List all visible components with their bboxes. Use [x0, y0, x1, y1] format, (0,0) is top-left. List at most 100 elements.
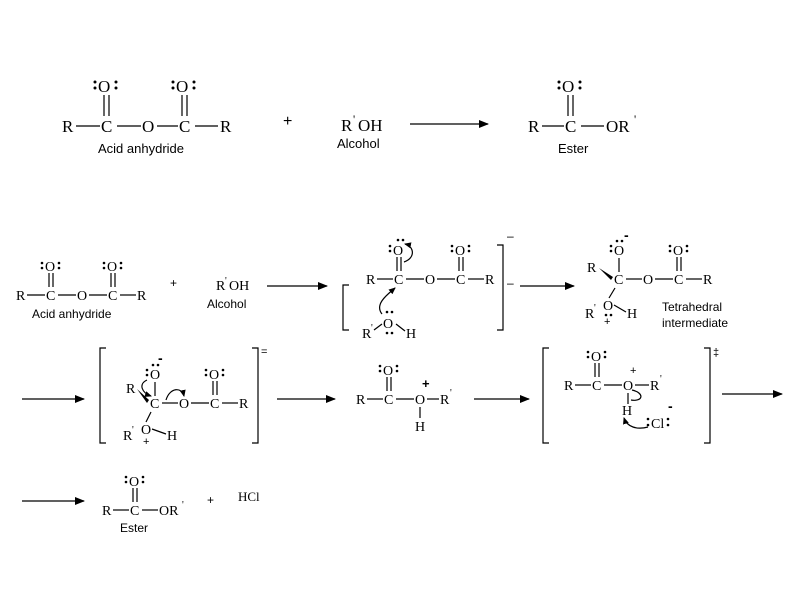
lone-pair	[204, 368, 208, 372]
lone-pair	[378, 369, 382, 373]
overall-reaction: R C O O C O R Acid anhydride +	[62, 77, 636, 156]
final-ester: R C O OR ' Ester	[102, 475, 184, 535]
atom-r: R	[587, 261, 597, 276]
atom-h: H	[627, 307, 637, 322]
prime: '	[182, 500, 184, 511]
lone-pair	[114, 80, 118, 84]
lone-pair	[145, 373, 149, 377]
lone-pair	[401, 238, 405, 242]
atom-r: R	[564, 379, 574, 394]
lone-pair	[395, 364, 399, 368]
lone-pair	[615, 239, 619, 243]
anhydride-label: Acid anhydride	[32, 307, 112, 321]
atom-o: O	[209, 368, 219, 383]
chloride: Cl	[651, 417, 664, 432]
atom-c: C	[108, 289, 117, 304]
atom-h: H	[167, 429, 177, 444]
lone-pair	[557, 86, 561, 90]
lone-pair	[385, 331, 389, 335]
lone-pair	[114, 86, 118, 90]
lone-pair	[578, 86, 582, 90]
atom-r: R	[366, 273, 376, 288]
prime: '	[225, 276, 227, 287]
bond	[613, 304, 627, 313]
tetrahedral-intermediate: O - C R O C O R O +	[585, 227, 728, 330]
atom-o: O	[562, 77, 574, 96]
lone-pair	[467, 249, 471, 253]
lone-pair	[450, 244, 454, 248]
plus-charge: +	[630, 365, 636, 377]
alcohol-label: Alcohol	[207, 297, 246, 311]
plus-charge: +	[422, 376, 430, 391]
wedge-bond	[137, 389, 149, 403]
lone-pair	[124, 480, 128, 484]
lone-pair	[586, 350, 590, 354]
mechanism-row-3: R C O OR ' Ester + HCl	[22, 475, 260, 535]
atom-c: C	[456, 273, 465, 288]
lone-pair	[102, 261, 106, 265]
left-bracket	[342, 284, 349, 331]
minus-charge: -	[668, 398, 673, 414]
atom-o: O	[643, 273, 653, 288]
lone-pair	[57, 266, 61, 270]
atom-r: R	[650, 379, 660, 394]
lone-pair	[145, 368, 149, 372]
atom-o: O	[673, 244, 683, 259]
prime: '	[660, 374, 662, 385]
lone-pair	[603, 350, 607, 354]
atom-o: O	[77, 289, 87, 304]
lone-pair	[604, 313, 608, 317]
right-bracket	[704, 347, 711, 444]
plus-sign: +	[170, 276, 177, 290]
atom-r: R	[485, 273, 495, 288]
lone-pair	[124, 475, 128, 479]
plus-charge: +	[143, 436, 149, 448]
atom-r: R	[440, 393, 450, 408]
atom-c: C	[565, 117, 576, 136]
mech-anhydride: R C O O C O R Acid anhydride	[16, 260, 147, 321]
bond	[395, 323, 406, 332]
atom-o: O	[415, 393, 425, 408]
bond	[151, 428, 167, 435]
atom-o: O	[150, 368, 160, 383]
curved-arrow	[623, 417, 649, 429]
atom-o: O	[623, 379, 633, 394]
lone-pair	[388, 244, 392, 248]
lone-pair	[685, 244, 689, 248]
lone-pair	[685, 249, 689, 253]
curved-arrow	[141, 379, 152, 397]
lone-pair	[385, 310, 389, 314]
atom-c: C	[674, 273, 683, 288]
atom-h: H	[622, 404, 632, 419]
bracket-charge: =	[261, 346, 267, 358]
atom-c: C	[614, 273, 623, 288]
tetrahedral-label: Tetrahedral	[662, 300, 722, 314]
lone-pair	[40, 261, 44, 265]
atom-o: O	[142, 117, 154, 136]
lone-pair	[620, 239, 624, 243]
lone-pair	[395, 369, 399, 373]
atom-h: H	[415, 420, 425, 435]
lone-pair	[646, 423, 650, 427]
alcohol-label: Alcohol	[337, 136, 380, 151]
atom-r: R	[356, 393, 366, 408]
atom-o: O	[383, 317, 393, 332]
lone-pair	[40, 266, 44, 270]
atom-r: R	[585, 307, 595, 322]
atom-h: H	[406, 327, 416, 342]
protonated-ester: R C O O + R ' H	[356, 364, 452, 435]
lone-pair	[666, 417, 670, 421]
lone-pair	[609, 313, 613, 317]
atom-o: O	[98, 77, 110, 96]
mechanism-row-1: R C O O C O R Acid anhydride +	[16, 227, 728, 342]
atom-o: O	[176, 77, 188, 96]
bracket-charge: –	[507, 276, 514, 290]
atom-c: C	[592, 379, 601, 394]
lone-pair	[102, 266, 106, 270]
plus-sign: +	[283, 113, 292, 130]
minus-charge: -	[624, 227, 629, 243]
atom-or: OR	[159, 504, 179, 519]
complex-3: ‡ R C O O + R ' H Cl -	[542, 347, 719, 444]
atom-r: R	[239, 397, 249, 412]
